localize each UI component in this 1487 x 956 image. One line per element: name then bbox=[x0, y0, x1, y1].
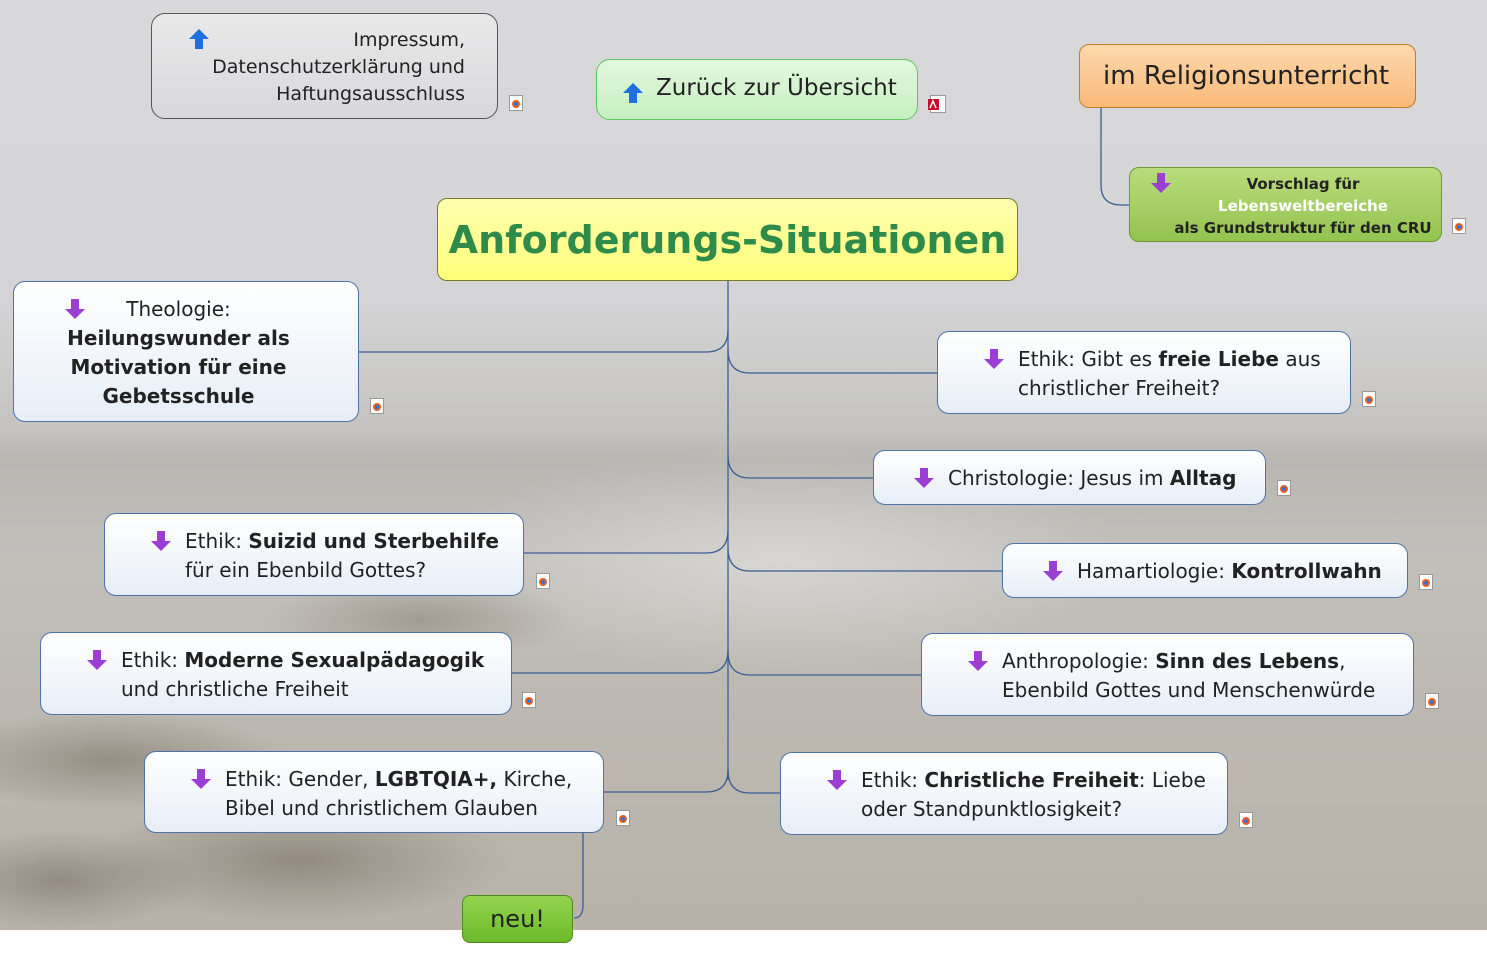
freiheit-prefix: Ethik: bbox=[861, 768, 925, 792]
suizid-bold: Suizid und Sterbehilfe bbox=[248, 529, 499, 553]
arrow-down-icon bbox=[191, 769, 211, 789]
religion-topic[interactable]: im Religionsunterricht bbox=[1079, 44, 1416, 108]
arrow-down-icon bbox=[151, 531, 171, 551]
liebe-line-2: christlicher Freiheit? bbox=[1018, 376, 1221, 400]
document-icon[interactable] bbox=[616, 810, 630, 826]
christologie-bold: Alltag bbox=[1169, 466, 1237, 490]
document-icon[interactable] bbox=[1239, 812, 1253, 828]
back-to-overview-label: Zurück zur Übersicht bbox=[656, 75, 897, 101]
document-icon[interactable] bbox=[1452, 218, 1466, 234]
arrow-down-icon bbox=[65, 299, 85, 319]
arrow-up-icon bbox=[189, 29, 209, 49]
freiheit-line-2: oder Standpunktlosigkeit? bbox=[861, 797, 1123, 821]
node-anthropologie[interactable]: Anthropologie: Sinn des Lebens, Ebenbild… bbox=[921, 633, 1414, 716]
gender-bold: LGBTQIA+, bbox=[374, 767, 498, 791]
arrow-down-icon bbox=[914, 468, 934, 488]
node-suizid[interactable]: Ethik: Suizid und Sterbehilfe für ein Eb… bbox=[104, 513, 524, 596]
arrow-up-icon bbox=[623, 83, 643, 103]
anthropologie-prefix: Anthropologie: bbox=[1002, 649, 1156, 673]
suizid-prefix: Ethik: bbox=[185, 529, 249, 553]
anthropologie-bold: Sinn des Lebens bbox=[1155, 649, 1340, 673]
document-icon[interactable] bbox=[509, 95, 523, 111]
anthropologie-suffix: , bbox=[1339, 649, 1346, 673]
arrow-down-icon bbox=[984, 349, 1004, 369]
proposal-node[interactable]: Vorschlag für Lebensweltbereiche als Gru… bbox=[1129, 167, 1442, 242]
sexual-prefix: Ethik: bbox=[121, 648, 185, 672]
freiheit-bold: Christliche Freiheit bbox=[924, 768, 1139, 792]
arrow-down-icon bbox=[87, 650, 107, 670]
gender-line-2: Bibel und christlichem Glauben bbox=[225, 796, 538, 820]
proposal-line-1: Vorschlag für bbox=[1246, 175, 1360, 193]
liebe-bold: freie Liebe bbox=[1158, 347, 1279, 371]
arrow-down-icon bbox=[968, 651, 988, 671]
theologie-line-2: Motivation für eine bbox=[70, 355, 287, 379]
anthropologie-line-2: Ebenbild Gottes und Menschenwürde bbox=[1002, 678, 1376, 702]
node-gender[interactable]: Ethik: Gender, LGBTQIA+, Kirche, Bibel u… bbox=[144, 751, 604, 833]
impressum-link[interactable]: Impressum, Datenschutzerklärung und Haft… bbox=[151, 13, 498, 119]
religion-topic-label: im Religionsunterricht bbox=[1103, 61, 1390, 91]
arrow-down-icon bbox=[1043, 561, 1063, 581]
impressum-line-1: Impressum, bbox=[353, 29, 465, 51]
hamartiologie-bold: Kontrollwahn bbox=[1231, 559, 1382, 583]
node-sexualpaedagogik[interactable]: Ethik: Moderne Sexualpädagogik und chris… bbox=[40, 632, 512, 715]
sexual-line-2: und christliche Freiheit bbox=[121, 677, 349, 701]
liebe-prefix: Ethik: Gibt es bbox=[1018, 347, 1159, 371]
neu-badge[interactable]: neu! bbox=[462, 895, 573, 943]
document-icon[interactable] bbox=[1425, 693, 1439, 709]
gender-prefix: Ethik: Gender, bbox=[225, 767, 375, 791]
back-to-overview-link[interactable]: Zurück zur Übersicht bbox=[596, 59, 918, 120]
central-topic[interactable]: Anforderungs-Situationen bbox=[437, 198, 1018, 281]
document-icon[interactable] bbox=[1362, 391, 1376, 407]
document-icon[interactable] bbox=[928, 95, 946, 113]
impressum-line-3: Haftungsausschluss bbox=[276, 83, 465, 105]
proposal-line-2: Lebensweltbereiche bbox=[1218, 197, 1388, 215]
node-theologie[interactable]: Theologie: Heilungswunder als Motivation… bbox=[13, 281, 359, 422]
arrow-down-icon bbox=[827, 770, 847, 790]
suizid-line-2: für ein Ebenbild Gottes? bbox=[185, 558, 427, 582]
theologie-line-3: Gebetsschule bbox=[102, 384, 255, 408]
neu-label: neu! bbox=[490, 905, 545, 933]
freiheit-suffix: : Liebe bbox=[1138, 768, 1206, 792]
impressum-line-2: Datenschutzerklärung und bbox=[212, 56, 465, 78]
sexual-bold: Moderne Sexualpädagogik bbox=[184, 648, 485, 672]
gender-suffix: Kirche, bbox=[497, 767, 573, 791]
theologie-prefix: Theologie: bbox=[126, 297, 231, 321]
central-topic-title: Anforderungs-Situationen bbox=[448, 217, 1007, 262]
theologie-line-1: Heilungswunder als bbox=[67, 326, 290, 350]
node-christliche-freiheit[interactable]: Ethik: Christliche Freiheit: Liebe oder … bbox=[780, 752, 1228, 835]
liebe-suffix: aus bbox=[1278, 347, 1321, 371]
document-icon[interactable] bbox=[536, 573, 550, 589]
proposal-line-3: als Grundstruktur für den CRU bbox=[1174, 219, 1432, 237]
christologie-prefix: Christologie: Jesus im bbox=[948, 466, 1170, 490]
hamartiologie-prefix: Hamartiologie: bbox=[1077, 559, 1232, 583]
document-icon[interactable] bbox=[522, 692, 536, 708]
document-icon[interactable] bbox=[370, 398, 384, 414]
node-hamartiologie[interactable]: Hamartiologie: Kontrollwahn bbox=[1002, 543, 1408, 598]
arrow-down-icon bbox=[1151, 173, 1171, 193]
node-freie-liebe[interactable]: Ethik: Gibt es freie Liebe aus christlic… bbox=[937, 331, 1351, 414]
document-icon[interactable] bbox=[1419, 574, 1433, 590]
node-christologie[interactable]: Christologie: Jesus im Alltag bbox=[873, 450, 1266, 505]
document-icon[interactable] bbox=[1277, 480, 1291, 496]
